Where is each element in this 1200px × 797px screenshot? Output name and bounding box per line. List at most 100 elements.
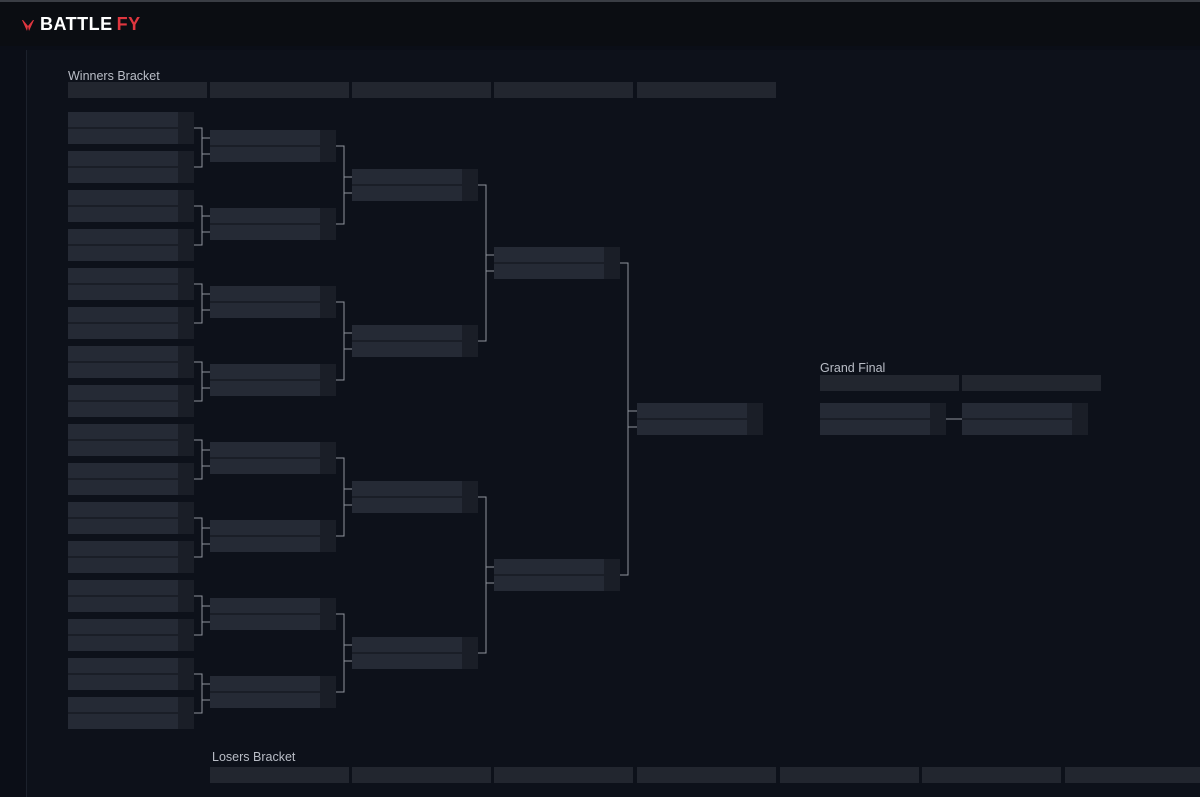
team-slot[interactable] <box>68 207 194 222</box>
match-c5[interactable] <box>68 268 194 300</box>
team-slot[interactable] <box>210 537 336 552</box>
team-slot[interactable] <box>352 637 478 652</box>
team-slot[interactable] <box>352 498 478 513</box>
team-slot[interactable] <box>210 381 336 396</box>
team-slot[interactable] <box>68 463 194 478</box>
team-slot[interactable] <box>68 424 194 439</box>
team-slot[interactable] <box>820 403 946 418</box>
match-c18[interactable] <box>210 208 336 240</box>
team-slot[interactable] <box>352 325 478 340</box>
team-slot[interactable] <box>962 403 1088 418</box>
team-slot[interactable] <box>210 520 336 535</box>
match-c9[interactable] <box>68 424 194 456</box>
match-c17[interactable] <box>210 130 336 162</box>
match-c13[interactable] <box>68 580 194 612</box>
team-slot[interactable] <box>210 615 336 630</box>
team-slot[interactable] <box>210 147 336 162</box>
team-slot[interactable] <box>494 264 620 279</box>
team-slot[interactable] <box>637 403 763 418</box>
team-slot[interactable] <box>210 598 336 613</box>
team-slot[interactable] <box>352 186 478 201</box>
team-slot[interactable] <box>820 420 946 435</box>
match-c8[interactable] <box>68 385 194 417</box>
team-slot[interactable] <box>68 402 194 417</box>
team-slot[interactable] <box>68 363 194 378</box>
team-slot[interactable] <box>68 324 194 339</box>
match-c27[interactable] <box>352 481 478 513</box>
team-slot[interactable] <box>352 342 478 357</box>
team-slot[interactable] <box>68 385 194 400</box>
team-slot[interactable] <box>68 129 194 144</box>
match-c12[interactable] <box>68 541 194 573</box>
team-slot[interactable] <box>637 420 763 435</box>
match-c25[interactable] <box>352 169 478 201</box>
team-slot[interactable] <box>68 675 194 690</box>
match-c30[interactable] <box>494 559 620 591</box>
team-slot[interactable] <box>68 519 194 534</box>
match-c29[interactable] <box>494 247 620 279</box>
match-c26[interactable] <box>352 325 478 357</box>
team-slot[interactable] <box>68 541 194 556</box>
team-slot[interactable] <box>68 168 194 183</box>
team-slot[interactable] <box>494 559 620 574</box>
team-slot[interactable] <box>68 619 194 634</box>
team-slot[interactable] <box>352 169 478 184</box>
team-slot[interactable] <box>68 502 194 517</box>
team-slot[interactable] <box>68 597 194 612</box>
team-slot[interactable] <box>68 658 194 673</box>
team-slot[interactable] <box>68 480 194 495</box>
team-slot[interactable] <box>68 190 194 205</box>
match-c14[interactable] <box>68 619 194 651</box>
team-slot[interactable] <box>68 636 194 651</box>
match-c22[interactable] <box>210 520 336 552</box>
team-slot[interactable] <box>68 112 194 127</box>
team-slot[interactable] <box>210 303 336 318</box>
team-slot[interactable] <box>210 208 336 223</box>
match-c4[interactable] <box>68 229 194 261</box>
team-slot[interactable] <box>68 268 194 283</box>
team-slot[interactable] <box>210 676 336 691</box>
match-c19[interactable] <box>210 286 336 318</box>
team-slot[interactable] <box>494 247 620 262</box>
team-slot[interactable] <box>68 307 194 322</box>
team-slot[interactable] <box>962 420 1088 435</box>
match-c10[interactable] <box>68 463 194 495</box>
match-c1[interactable] <box>68 112 194 144</box>
match-c24[interactable] <box>210 676 336 708</box>
team-slot[interactable] <box>210 459 336 474</box>
team-slot[interactable] <box>68 151 194 166</box>
team-slot[interactable] <box>210 225 336 240</box>
team-slot[interactable] <box>68 714 194 729</box>
match-c31[interactable] <box>637 403 763 435</box>
team-slot[interactable] <box>352 481 478 496</box>
team-slot[interactable] <box>68 558 194 573</box>
match-c33[interactable] <box>962 403 1088 435</box>
match-c32[interactable] <box>820 403 946 435</box>
match-c28[interactable] <box>352 637 478 669</box>
match-c6[interactable] <box>68 307 194 339</box>
team-slot[interactable] <box>210 693 336 708</box>
team-slot[interactable] <box>68 697 194 712</box>
match-c7[interactable] <box>68 346 194 378</box>
team-slot[interactable] <box>68 580 194 595</box>
team-slot[interactable] <box>210 364 336 379</box>
match-c2[interactable] <box>68 151 194 183</box>
team-slot[interactable] <box>68 441 194 456</box>
team-slot[interactable] <box>210 286 336 301</box>
match-c23[interactable] <box>210 598 336 630</box>
match-c3[interactable] <box>68 190 194 222</box>
team-slot[interactable] <box>352 654 478 669</box>
team-slot[interactable] <box>68 246 194 261</box>
match-c21[interactable] <box>210 442 336 474</box>
team-slot[interactable] <box>494 576 620 591</box>
team-slot[interactable] <box>210 442 336 457</box>
team-slot[interactable] <box>68 229 194 244</box>
team-slot[interactable] <box>68 346 194 361</box>
match-c11[interactable] <box>68 502 194 534</box>
match-c16[interactable] <box>68 697 194 729</box>
team-slot[interactable] <box>210 130 336 145</box>
match-c15[interactable] <box>68 658 194 690</box>
match-c20[interactable] <box>210 364 336 396</box>
team-slot[interactable] <box>68 285 194 300</box>
